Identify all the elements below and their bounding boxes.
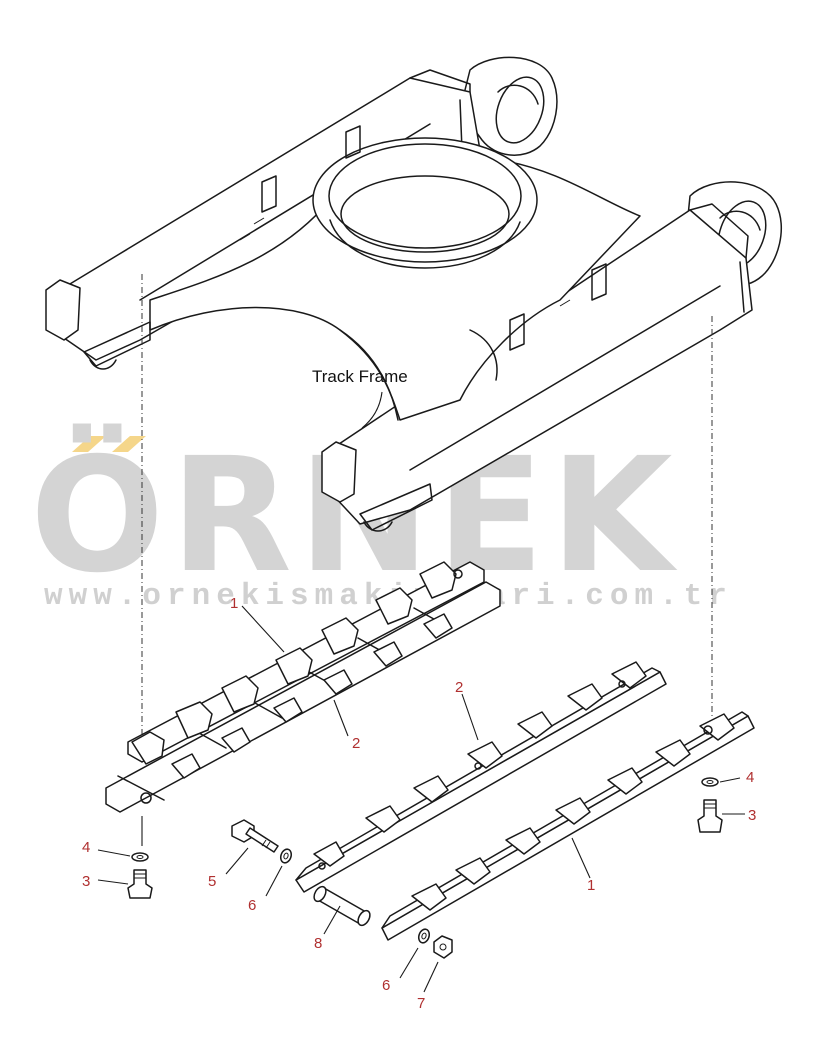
upper-guard-assembly — [105, 561, 501, 813]
label-part-5: 5 — [208, 873, 216, 890]
washer-upper — [279, 848, 293, 864]
part-labels: 1 2 2 1 4 3 4 3 5 6 8 6 7 — [82, 595, 756, 1012]
washer-right — [701, 777, 719, 787]
label-part-1-lower: 1 — [587, 877, 595, 894]
label-part-3-left: 3 — [82, 873, 90, 890]
label-part-6-left: 6 — [248, 897, 256, 914]
track-frame-label: Track Frame — [312, 367, 408, 386]
watermark-accent-right — [112, 436, 146, 452]
label-part-4-right: 4 — [746, 769, 754, 786]
middle-guard — [295, 661, 667, 893]
label-part-8: 8 — [314, 935, 322, 952]
leader-lines — [97, 605, 745, 993]
nut — [433, 935, 453, 959]
lower-guard — [381, 711, 755, 941]
bolt-left — [127, 869, 153, 899]
label-part-2-mid: 2 — [352, 735, 360, 752]
label-part-1-upper: 1 — [230, 595, 238, 612]
hardware — [127, 777, 723, 959]
label-part-6-lower: 6 — [382, 977, 390, 994]
track-frame — [45, 56, 783, 532]
bolt-right — [697, 799, 723, 833]
label-part-2-upper: 2 — [455, 679, 463, 696]
watermark-accent-left — [72, 436, 106, 452]
washer-left — [131, 852, 149, 862]
label-part-4-left: 4 — [82, 839, 90, 856]
label-part-3-right: 3 — [748, 807, 756, 824]
washer-lower — [417, 928, 431, 944]
label-part-7: 7 — [417, 995, 425, 1012]
